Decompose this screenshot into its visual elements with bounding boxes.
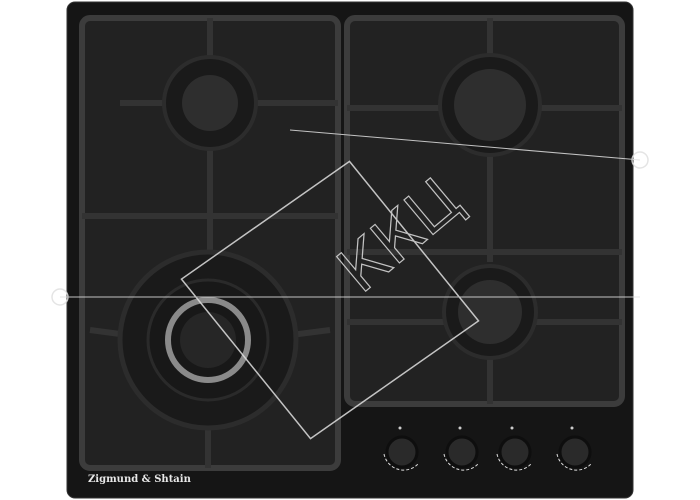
- knob-4[interactable]: [556, 426, 592, 471]
- burner-front-left-wok: [117, 249, 299, 431]
- knob-3[interactable]: [496, 426, 532, 471]
- brand-logo: Zigmund & Shtain: [88, 474, 191, 485]
- control-panel: [383, 426, 592, 471]
- right-grate: [344, 15, 625, 407]
- burner-front-right: [442, 264, 538, 360]
- knob-2[interactable]: [443, 426, 479, 471]
- knob-1[interactable]: [383, 426, 419, 471]
- burner-rear-right: [438, 53, 542, 157]
- burner-rear-left: [162, 55, 258, 151]
